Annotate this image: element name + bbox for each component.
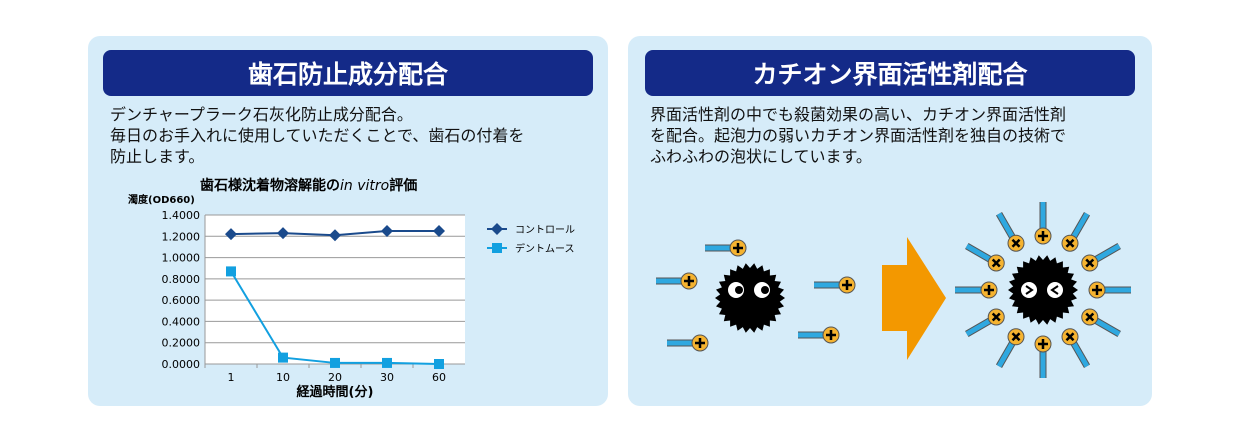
description-line: 防止します。 <box>110 147 205 166</box>
cationic-surfactant-icon <box>814 276 856 294</box>
x-tick-label: 1 <box>228 371 235 384</box>
data-point <box>329 229 341 242</box>
legend-label: デントムース <box>515 242 575 255</box>
description-line: 毎日のお手入れに使用していただくことで、歯石の付着を <box>110 126 525 145</box>
data-point <box>382 357 392 368</box>
cationic-surfactant-icon <box>1061 328 1091 368</box>
cationic-surfactant-icon <box>798 326 840 344</box>
data-point <box>278 352 288 363</box>
x-tick-label: 60 <box>432 371 446 384</box>
cationic-surfactant-icon <box>656 272 698 290</box>
y-tick-label: 1.0000 <box>162 252 201 265</box>
legend-marker <box>491 223 503 235</box>
x-tick-label: 30 <box>380 371 394 384</box>
chart-title: 歯石様沈着物溶解能のin vitro評価 <box>200 177 417 194</box>
description-line: ふわふわの泡状にしています。 <box>650 147 872 166</box>
cationic-surfactant-icon <box>995 328 1025 368</box>
y-tick-label: 0.8000 <box>162 273 201 286</box>
y-tick-label: 0.2000 <box>162 337 201 350</box>
cationic-surfactant-icon <box>1081 242 1121 272</box>
x-tick-label: 10 <box>276 371 290 384</box>
data-point <box>226 266 236 277</box>
germ-icon <box>1008 255 1078 325</box>
cationic-surfactant-icon <box>955 281 998 299</box>
panel-title: 歯石防止成分配合 <box>103 50 593 96</box>
cationic-surfactant-icon <box>995 212 1025 252</box>
cationic-surfactant-icon <box>1088 281 1131 299</box>
cationic-surfactant-icon <box>667 334 709 352</box>
legend-marker <box>492 243 502 253</box>
cationic-surfactant-icon <box>1081 308 1121 338</box>
data-point <box>330 357 340 368</box>
cationic-surfactant-icon <box>1061 212 1091 252</box>
panel-title: カチオン界面活性剤配合 <box>645 50 1135 96</box>
y-tick-label: 0.6000 <box>162 294 201 307</box>
y-axis-label: 濁度(OD660) <box>128 193 195 206</box>
data-point <box>434 359 444 369</box>
cationic-surfactant-icon <box>705 239 747 257</box>
x-axis-label: 経過時間(分) <box>297 384 374 400</box>
cationic-surfactant-panel: カチオン界面活性剤配合 界面活性剤の中でも殺菌効果の高い、カチオン界面活性剤 を… <box>628 36 1152 406</box>
data-point <box>225 228 237 241</box>
x-tick-label: 20 <box>328 371 342 384</box>
y-tick-label: 0.4000 <box>162 315 201 328</box>
data-point <box>381 224 393 237</box>
description-line: デンチャープラーク石灰化防止成分配合。 <box>110 105 413 124</box>
legend-label: コントロール <box>515 225 575 236</box>
description-line: を配合。起泡力の弱いカチオン界面活性剤を独自の技術で <box>650 126 1067 145</box>
germ-icon <box>715 263 785 333</box>
y-tick-label: 0.0000 <box>162 358 201 371</box>
cationic-surfactant-icon <box>1034 202 1052 245</box>
data-point <box>277 227 289 240</box>
data-point <box>433 224 445 237</box>
cationic-surfactant-icon <box>1034 335 1052 378</box>
cationic-surfactant-icon <box>965 242 1005 272</box>
cationic-surfactant-icon <box>965 308 1005 338</box>
description-line: 界面活性剤の中でも殺菌効果の高い、カチオン界面活性剤 <box>650 105 1067 124</box>
arrow-icon <box>882 237 946 360</box>
y-tick-label: 1.2000 <box>162 230 201 243</box>
y-tick-label: 1.4000 <box>162 209 201 222</box>
